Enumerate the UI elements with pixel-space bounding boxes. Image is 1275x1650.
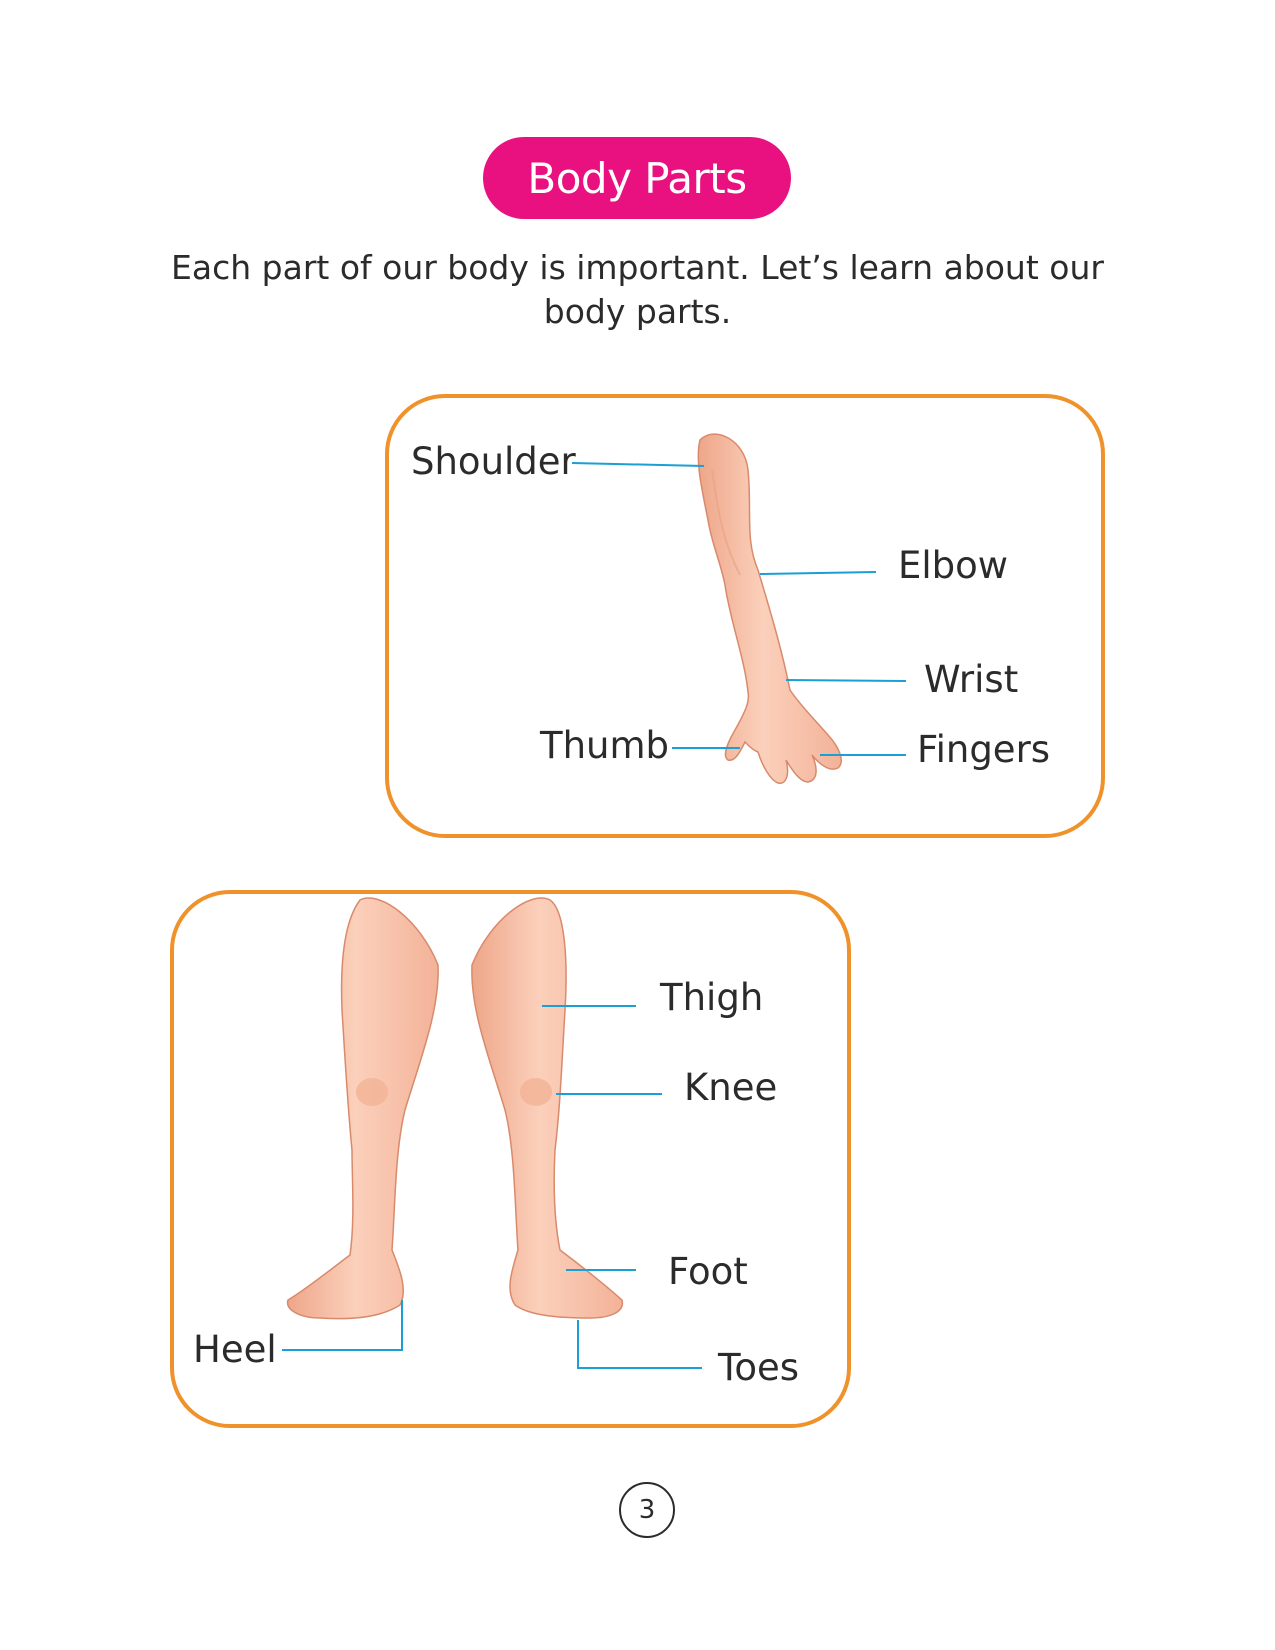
label-foot: Foot — [668, 1250, 748, 1293]
label-toes: Toes — [718, 1346, 799, 1389]
legs-leader-lines — [282, 1005, 702, 1369]
arm-leader-lines — [571, 462, 907, 756]
label-thigh: Thigh — [660, 976, 764, 1019]
label-thumb: Thumb — [540, 724, 670, 767]
intro-text: Each part of our body is important. Let’… — [171, 248, 1104, 331]
label-knee: Knee — [684, 1066, 778, 1109]
page-title: Body Parts — [483, 137, 791, 219]
label-wrist: Wrist — [924, 658, 1019, 701]
page-number: 3 — [619, 1482, 675, 1538]
arm-illustration — [697, 433, 842, 784]
legs-illustration — [286, 897, 624, 1320]
label-fingers: Fingers — [917, 728, 1051, 771]
label-shoulder: Shoulder — [411, 440, 576, 483]
label-heel: Heel — [193, 1328, 277, 1371]
label-elbow: Elbow — [898, 544, 1009, 587]
